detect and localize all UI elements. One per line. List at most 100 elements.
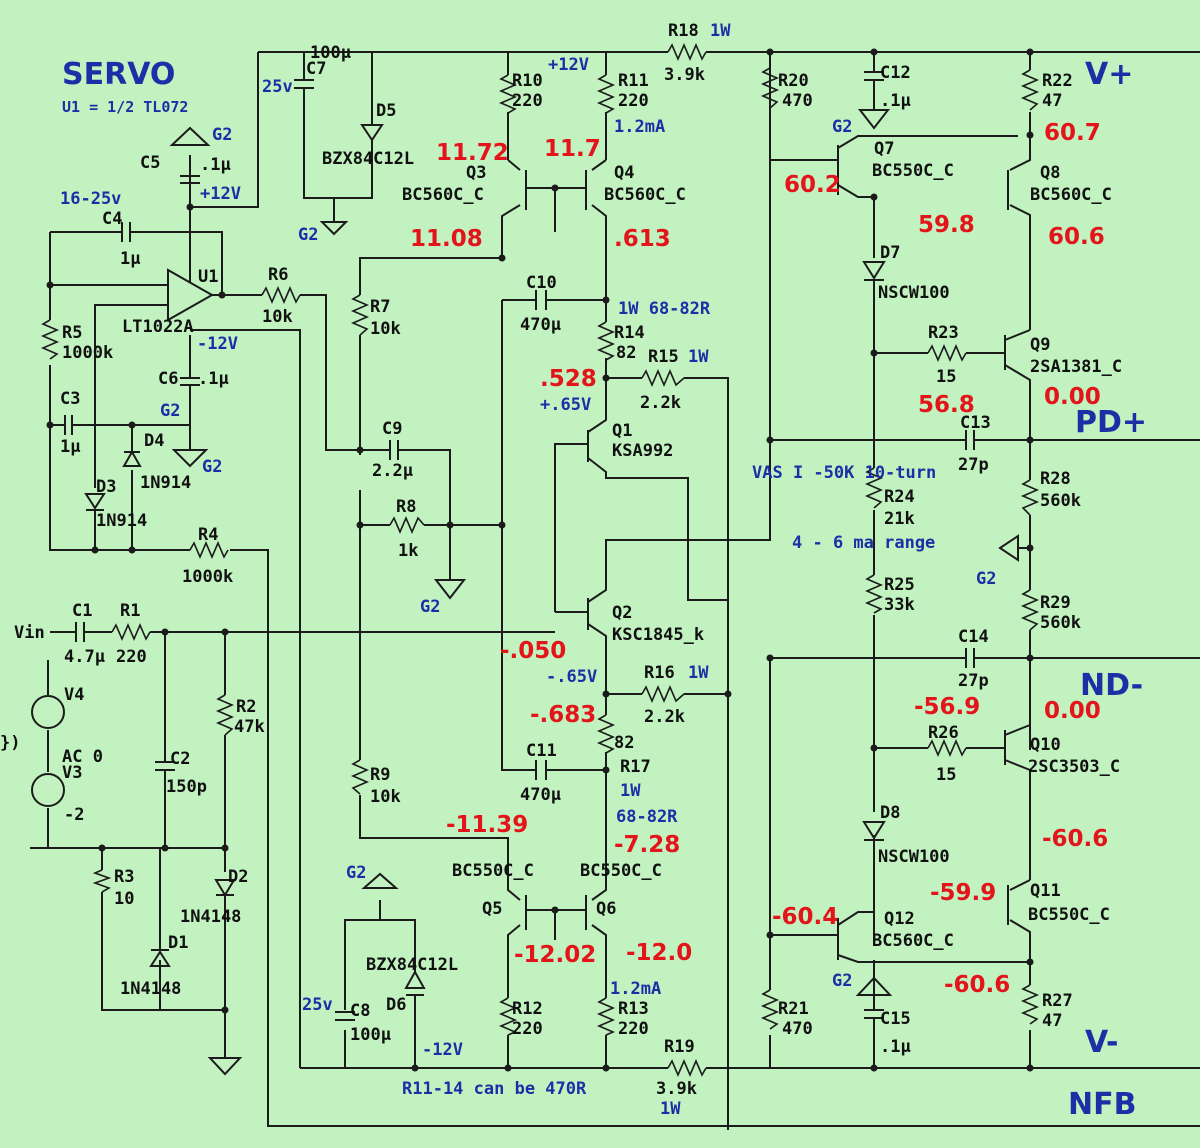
r26-ref: R26 [928, 723, 959, 743]
r27-ref: R27 [1042, 991, 1073, 1011]
r1-value: 220 [116, 647, 147, 667]
r7-value: 10k [370, 319, 401, 339]
q8-ref: Q8 [1040, 163, 1060, 183]
q5-ref: Q5 [482, 899, 502, 919]
r13-value: 220 [618, 1019, 649, 1039]
capacitor-c11 [535, 760, 556, 780]
voltage-q3-emitter: 11.72 [436, 140, 509, 166]
r20-value: 470 [782, 91, 813, 111]
zener-diode-d5 [360, 108, 384, 170]
servo-title: SERVO [62, 57, 175, 92]
r17-range: 68-82R [616, 807, 678, 827]
r28-value: 560k [1040, 491, 1081, 511]
r18-power: 1W [710, 21, 731, 41]
v-plus-label: V+ [1085, 57, 1133, 92]
opamp-u1 [167, 268, 215, 322]
resistor-r26 [927, 738, 967, 758]
c8-value: 100µ [350, 1025, 391, 1045]
r13-current: 1.2mA [610, 979, 661, 999]
u1-note: U1 = 1/2 TL072 [62, 98, 188, 116]
resistor-r14 [596, 321, 616, 361]
voltage-q6-emitter: -12.0 [626, 940, 692, 966]
c4-ref: C4 [102, 209, 122, 229]
r6-ref: R6 [268, 265, 288, 285]
q11-ref: Q11 [1030, 881, 1061, 901]
u1-part: LT1022A [122, 317, 194, 337]
voltage-q12-base: -60.4 [772, 904, 838, 930]
r9-value: 10k [370, 787, 401, 807]
r28-ref: R28 [1040, 469, 1071, 489]
c11-ref: C11 [526, 741, 557, 761]
r14-note: 1W 68-82R [618, 299, 711, 319]
q7-ref: Q7 [874, 139, 894, 159]
vas-note: VAS I -50K 10-turn [752, 463, 936, 483]
r18-value: 3.9k [664, 65, 705, 85]
c7-value: 100µ [310, 43, 351, 63]
r10-value: 220 [512, 91, 543, 111]
v3-dc: -2 [64, 805, 84, 825]
v3-ref: V3 [62, 763, 82, 783]
q9-ref: Q9 [1030, 335, 1050, 355]
d2-part: 1N4148 [180, 907, 241, 927]
c13-value: 27p [958, 455, 989, 475]
capacitor-c15 [864, 1009, 884, 1040]
g2-label: G2 [832, 117, 852, 137]
voltage-r27-top: -60.6 [944, 972, 1010, 998]
c12-value: .1µ [880, 91, 911, 111]
resistor-r5 [40, 319, 60, 360]
r2-value: 47k [234, 717, 265, 737]
pd-plus-label: PD+ [1075, 405, 1147, 440]
c4-value: 1µ [120, 249, 140, 269]
g2-label: G2 [202, 457, 222, 477]
r19-value: 3.9k [656, 1079, 697, 1099]
capacitors [64, 71, 986, 1040]
v25-label: 25v [302, 995, 333, 1015]
g2-label: G2 [420, 597, 440, 617]
d6-part: BZX84C12L [366, 955, 458, 975]
resistor-r25 [864, 574, 884, 614]
diode-d4 [122, 449, 142, 467]
r13-ref: R13 [618, 999, 649, 1019]
q3-ref: Q3 [466, 163, 486, 183]
voltage-q8-collector: 60.6 [1048, 224, 1105, 250]
voltage-pd-output: 0.00 [1044, 384, 1101, 410]
q1-part: KSA992 [612, 441, 673, 461]
r9-ref: R9 [370, 765, 390, 785]
r27-value: 47 [1042, 1011, 1062, 1031]
capacitor-c4 [121, 222, 140, 242]
r16-power: 1W [688, 663, 709, 683]
capacitor-c8 [335, 1011, 355, 1021]
q3-part: BC560C_C [402, 185, 484, 205]
voltage-q1-base: .528 [540, 366, 597, 392]
c9-value: 2.2µ [372, 461, 413, 481]
ground-symbol [361, 872, 399, 889]
plus12-label: +12V [200, 184, 241, 204]
capacitor-c9 [376, 440, 410, 460]
ground-symbol [998, 534, 1019, 562]
q4-part: BC560C_C [604, 185, 686, 205]
resistor-r2 [215, 694, 235, 736]
c15-value: .1µ [880, 1037, 911, 1057]
c2-ref: C2 [170, 749, 190, 769]
q8-part: BC560C_C [1030, 185, 1112, 205]
vin-label: Vin [14, 623, 45, 643]
r6-value: 10k [262, 307, 293, 327]
r14-value: 82 [616, 343, 636, 363]
c6-value: .1µ [198, 369, 229, 389]
d5-part: BZX84C12L [322, 149, 414, 169]
junction-dots [46, 48, 1034, 1072]
c8-ref: C8 [350, 1001, 370, 1021]
c3-ref: C3 [60, 389, 80, 409]
v-minus-label: V- [1085, 1025, 1119, 1060]
resistor-r7 [350, 294, 370, 336]
r29-ref: R29 [1040, 593, 1071, 613]
d5-ref: D5 [376, 101, 396, 121]
d8-part: NSCW100 [878, 847, 950, 867]
c9-ref: C9 [382, 419, 402, 439]
ground-symbol [171, 449, 209, 468]
r5-value: 1000k [62, 343, 113, 363]
diode-d2 [214, 879, 236, 897]
c12-ref: C12 [880, 63, 911, 83]
q10-part: 2SC3503_C [1028, 757, 1120, 777]
capacitor-c1 [75, 622, 92, 642]
